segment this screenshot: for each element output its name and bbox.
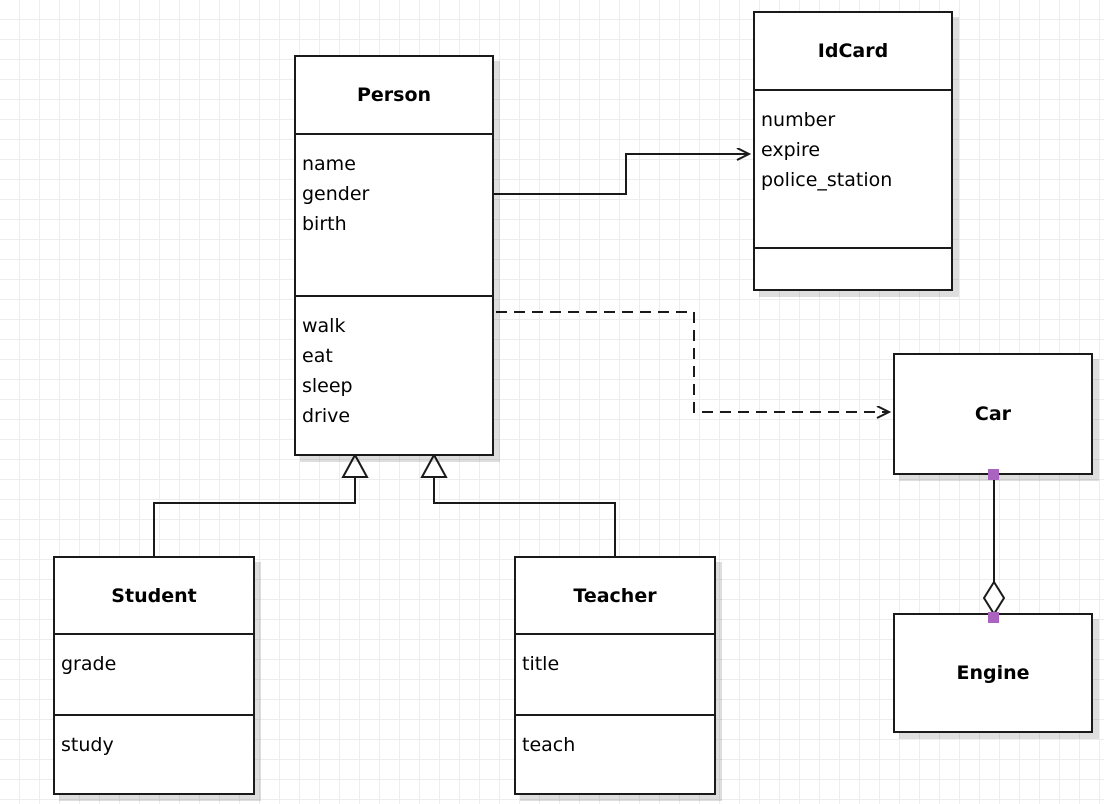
attribute-item: expire [761, 139, 821, 161]
uml-class-engine[interactable]: Engine [893, 613, 1093, 733]
attribute-item: number [761, 109, 836, 131]
attribute-item: police_station [761, 169, 893, 191]
uml-class-student[interactable]: Student grade study [53, 556, 255, 795]
class-attributes-idcard: number expire police_station [755, 89, 951, 247]
class-methods-teacher: teach [516, 714, 714, 793]
class-methods-student: study [55, 714, 253, 793]
class-methods-person: walk eat sleep drive [296, 295, 492, 454]
connector-endpoint-handle-car[interactable] [988, 469, 999, 480]
relation-car-engine[interactable] [982, 475, 1006, 618]
class-title-idcard: IdCard [817, 40, 889, 62]
method-item: walk [302, 315, 346, 337]
relation-student-person[interactable] [153, 452, 369, 557]
class-attributes-person: name gender birth [296, 133, 492, 295]
uml-class-person[interactable]: Person name gender birth walk eat sleep … [294, 55, 494, 456]
method-item: sleep [302, 375, 353, 397]
class-attributes-teacher: title [516, 633, 714, 714]
class-methods-idcard [755, 247, 951, 289]
class-attributes-student: grade [55, 633, 253, 714]
attribute-item: title [522, 653, 560, 675]
relation-person-idcard[interactable] [494, 154, 749, 195]
attribute-item: grade [61, 653, 117, 675]
attribute-item: birth [302, 213, 347, 235]
method-item: study [61, 734, 114, 756]
attribute-item: gender [302, 183, 370, 205]
method-item: drive [302, 405, 351, 427]
uml-class-idcard[interactable]: IdCard number expire police_station [753, 11, 953, 291]
connector-endpoint-handle-engine[interactable] [988, 612, 999, 623]
class-title-teacher: Teacher [573, 584, 657, 607]
class-title-engine: Engine [956, 662, 1030, 684]
uml-class-teacher[interactable]: Teacher title teach [514, 556, 716, 795]
class-title-person: Person [356, 84, 432, 106]
attribute-item: name [302, 153, 356, 175]
class-title-car: Car [974, 403, 1012, 425]
method-item: teach [522, 734, 576, 756]
relation-person-car[interactable] [496, 311, 889, 412]
relation-teacher-person[interactable] [420, 452, 616, 557]
method-item: eat [302, 345, 333, 367]
uml-class-car[interactable]: Car [893, 353, 1093, 475]
class-title-student: Student [111, 584, 197, 607]
